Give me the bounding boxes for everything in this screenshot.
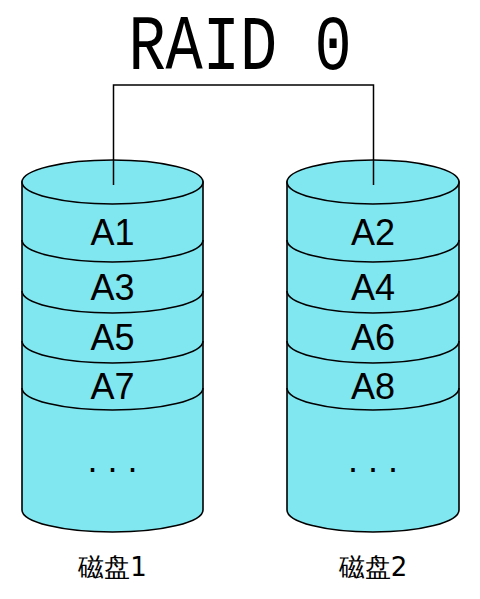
stripe-band: . . .	[22, 410, 203, 510]
block-label: A5	[90, 318, 134, 358]
disk-label: 磁盘2	[267, 552, 479, 582]
cylinder-top	[22, 160, 203, 204]
stripe-band: A4	[287, 262, 459, 313]
stripe-band: A2	[287, 204, 459, 262]
stripe-band: A7	[22, 363, 203, 410]
block-label: A1	[90, 213, 134, 253]
block-label: A3	[90, 268, 134, 308]
connector-line	[114, 85, 374, 185]
stripe-band: A3	[22, 262, 203, 313]
block-label: . . .	[87, 440, 137, 480]
block-label: . . .	[348, 440, 398, 480]
stripe-band: A1	[22, 204, 203, 262]
cylinder-body	[22, 182, 203, 532]
cylinder-top	[287, 160, 459, 204]
stripe-band: A8	[287, 363, 459, 410]
stripe-band: A5	[22, 313, 203, 363]
stripe-band: A6	[287, 313, 459, 363]
stripe-band: . . .	[287, 410, 459, 510]
disk-cylinder: 磁盘1A1A3A5A7. . .	[22, 160, 203, 532]
block-label: A7	[90, 367, 134, 407]
block-label: A6	[351, 318, 395, 358]
block-label: A2	[351, 213, 395, 253]
disk-cylinder: 磁盘2A2A4A6A8. . .	[287, 160, 459, 532]
block-label: A8	[351, 367, 395, 407]
disk-label: 磁盘1	[2, 552, 223, 582]
raid-title: RAID 0	[0, 10, 480, 88]
block-label: A4	[351, 268, 395, 308]
cylinder-body	[287, 182, 459, 532]
